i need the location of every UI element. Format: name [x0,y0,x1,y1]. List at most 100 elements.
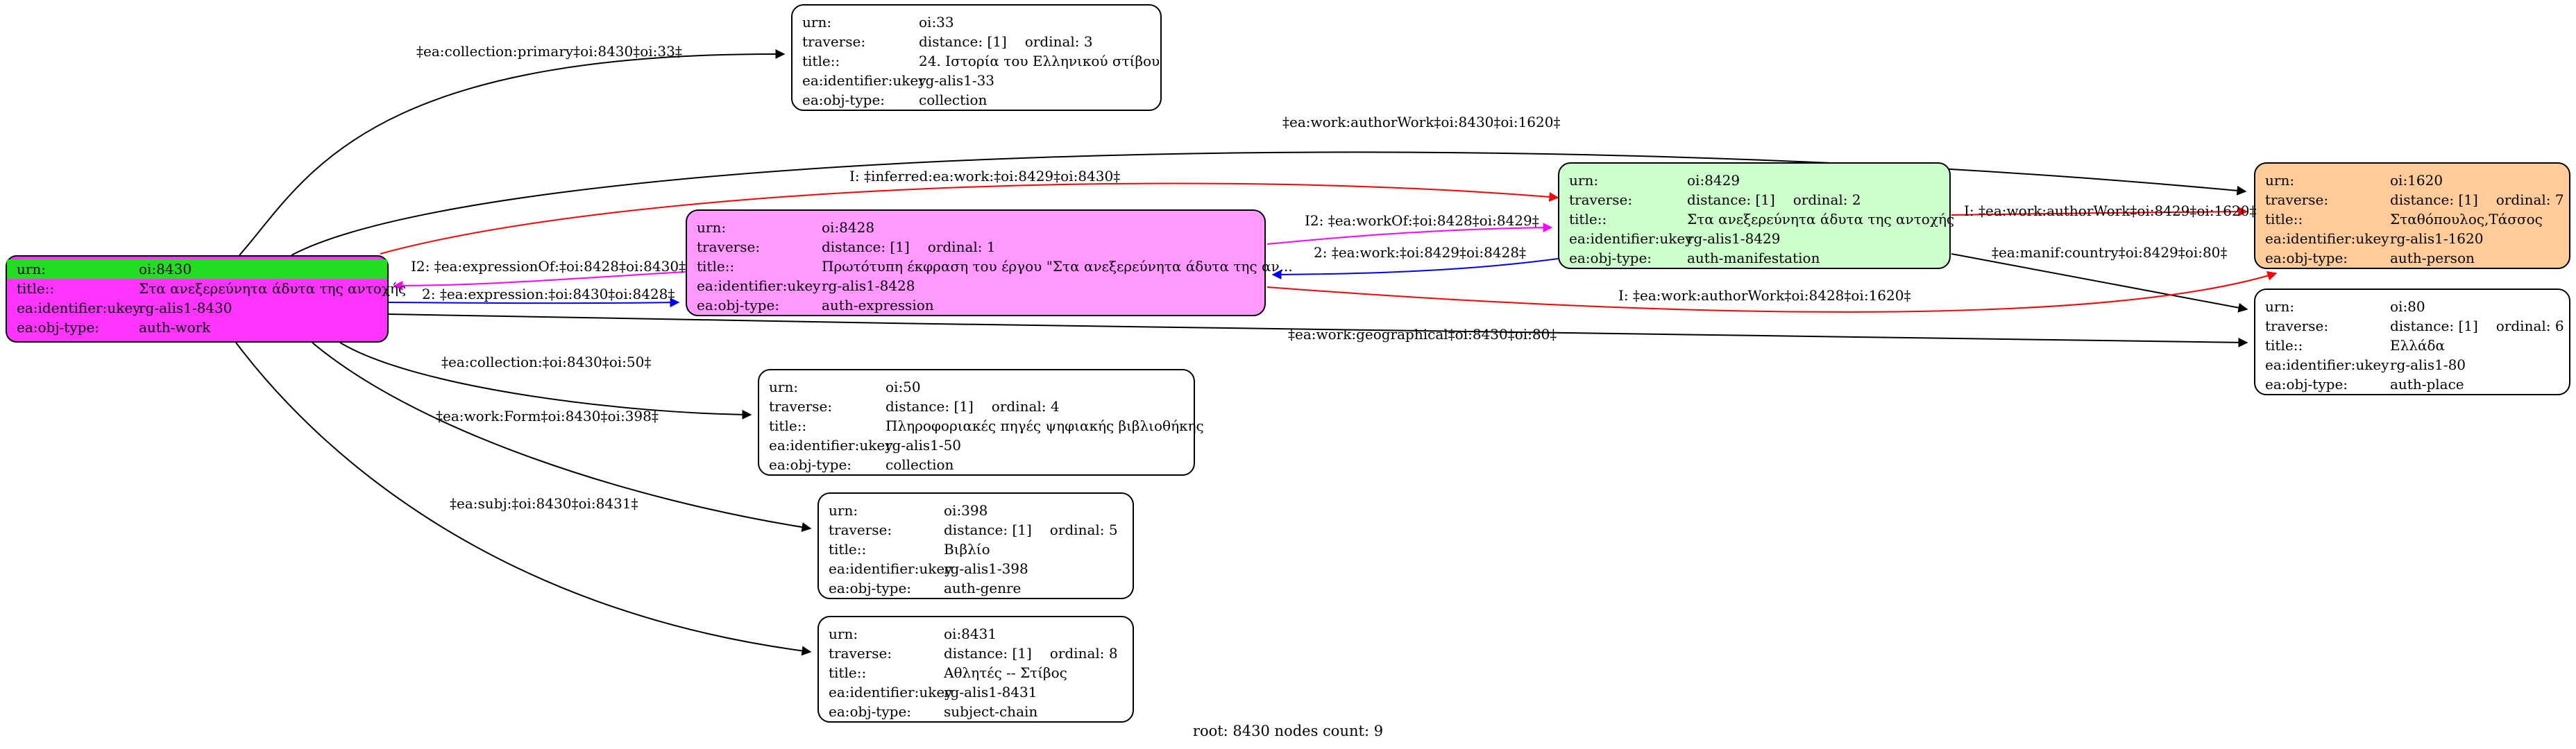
node-row-value-text: oi:1620 [2390,172,2443,189]
edge-label-e-expression: 2: ‡ea:expression:‡oi:8430‡oi:8428‡ [422,286,675,302]
node-row-value: 24. Ιστορία του Ελληνικού στίβου [916,51,1160,71]
node-row-value: subject-chain [941,702,1133,721]
node-row: title::Αθλητές -- Στίβος [819,663,1133,682]
node-row-key: ea:identifier:ukey [2265,230,2389,247]
node-row-key: ea:identifier:ukey [769,437,893,454]
node-row: traverse:distance: [1]ordinal: 2 [1559,190,1949,209]
node-row-value: distance: [1]ordinal: 1 [819,237,1264,257]
node-row: urn:oi:50 [759,377,1194,397]
node-row-value-text: Στα ανεξερεύνητα άδυτα της αντοχής [139,280,407,297]
edge-label-e-expressionof: I2: ‡ea:expressionOf:‡oi:8428‡oi:8430‡ [411,258,686,275]
node-row-value: collection [916,90,1160,110]
node-row: ea:obj-type:auth-place [2255,374,2569,394]
node-row-value: Πληροφοριακές πηγές ψηφιακής βιβλιοθήκης [883,416,1204,436]
node-row-key: urn: [802,14,832,31]
node-row-key: title:: [2265,211,2303,227]
node-row-value: auth-genre [941,578,1133,598]
node-row-value: oi:50 [883,377,1194,397]
node-row-value: oi:398 [941,501,1133,520]
node-row: urn: oi:8431 [819,624,1133,644]
node-row-key: urn: [829,626,858,642]
node-row-value-text: rg-alis1-398 [944,560,1028,577]
node-row-value-text: auth-manifestation [1687,250,1820,266]
node-row-value-text: Σταθόπουλος,Τάσσος [2390,211,2543,227]
node-row-value-text: oi:398 [944,502,988,519]
node-row-value-text: Βιβλίο [944,541,990,558]
node-row: ea:obj-type: subject-chain [819,702,1133,721]
node-row-value: distance: [1]ordinal: 6 [2387,316,2569,336]
edge-e-collection-50 [339,342,752,420]
edge-e-authorwork-8430 [291,151,2247,256]
node-row-value: rg-alis1-398 [941,559,1133,578]
node-row-value: auth-work [136,318,387,337]
node-row-value: rg-alis1-1620 [2387,229,2569,248]
node-row: title::Πληροφοριακές πηγές ψηφιακής βιβλ… [759,416,1204,436]
edge-e-manif-country [1951,253,2248,313]
node-row-key: traverse: [829,645,892,662]
node-row-value-text: oi:8430 [139,261,192,277]
node-row-value-text: oi:50 [886,379,921,395]
node-row-value: distance: [1]ordinal: 4 [883,397,1194,416]
node-row-value: rg-alis1-8430 [136,298,387,318]
node-row-value-text: collection [886,456,954,473]
node-row: traverse:distance: [1]ordinal: 7 [2255,190,2569,209]
node-row-key: traverse: [802,33,866,50]
node-row-key: title:: [17,280,55,297]
node-row-value-text: distance: [1] [886,398,974,415]
node-row-value: collection [883,455,1194,474]
node-row: ea:obj-type:collection [793,90,1160,110]
node-row-key: title:: [829,664,867,681]
node-row: title::Βιβλίο [819,540,1133,559]
node-row-key: ea:obj-type: [829,703,912,720]
node-row-value-text: oi:8431 [944,626,997,642]
edge-label-e-inferred-work: I: ‡inferred:ea:work:‡oi:8429‡oi:8430‡ [849,168,1121,184]
node-row-value: distance: [1]ordinal: 5 [941,520,1133,540]
node-row: ea:obj-type:auth-expression [687,295,1264,315]
node-row-value: Στα ανεξερεύνητα άδυτα της αντοχής [136,279,406,298]
node-row-value-text: Ελλάδα [2390,337,2446,354]
node-row-key: ea:identifier:ukey [829,684,953,700]
node-oi33[interactable]: urn: oi:33 traverse: distance: [1]ordinal: … [791,4,1162,111]
node-row-value-text: distance: [1] [919,33,1007,50]
edge-e-authorwork-8429 [1951,207,2248,217]
node-row-value: Στα ανεξερεύνητα άδυτα της αντοχής [1684,209,1954,229]
node-row-value-text: collection [919,92,988,108]
node-row: urn:oi:8428 [687,218,1264,237]
node-row-value: oi:80 [2387,297,2569,316]
edge-e-work-8429 [1271,258,1559,279]
edge-label-e-authorwork-8430: ‡ea:work:authorWork‡oi:8430‡oi:1620‡ [1282,114,1561,130]
node-row-key: title:: [1569,211,1607,227]
node-row-value: rg-alis1-80 [2387,355,2569,374]
node-row: title::24. Ιστορία του Ελληνικού στίβου [793,51,1160,71]
node-row-key: urn: [697,219,727,236]
node-row-value: Βιβλίο [941,540,1133,559]
node-row-key: traverse: [2265,318,2329,334]
node-row-value-text: auth-person [2390,250,2475,266]
node-row-value-text: distance: [1] [2390,318,2478,334]
node-row-key: ea:identifier:ukey [697,277,821,294]
node-row-key: ea:identifier:ukey [1569,230,1693,247]
node-row-ordinal: ordinal: 1 [927,239,996,255]
node-row: urn: oi:1620 [2255,171,2569,190]
node-row-value-text: auth-place [2390,376,2464,393]
edge-e-inferred-work [380,182,1559,255]
node-row-key: ea:obj-type: [829,580,912,596]
node-row-value-text: rg-alis1-8429 [1687,230,1781,247]
node-row-key: urn: [2265,172,2295,189]
edge-label-e-work-8429: 2: ‡ea:work:‡oi:8429‡oi:8428‡ [1314,244,1527,261]
node-row-key: ea:identifier:ukey [2265,356,2389,373]
node-row: title::Ελλάδα [2255,336,2569,355]
node-row-value-text: oi:33 [919,14,954,31]
node-row-value: Σταθόπουλος,Τάσσος [2387,209,2569,229]
node-row-value: distance: [1]ordinal: 3 [916,32,1160,51]
